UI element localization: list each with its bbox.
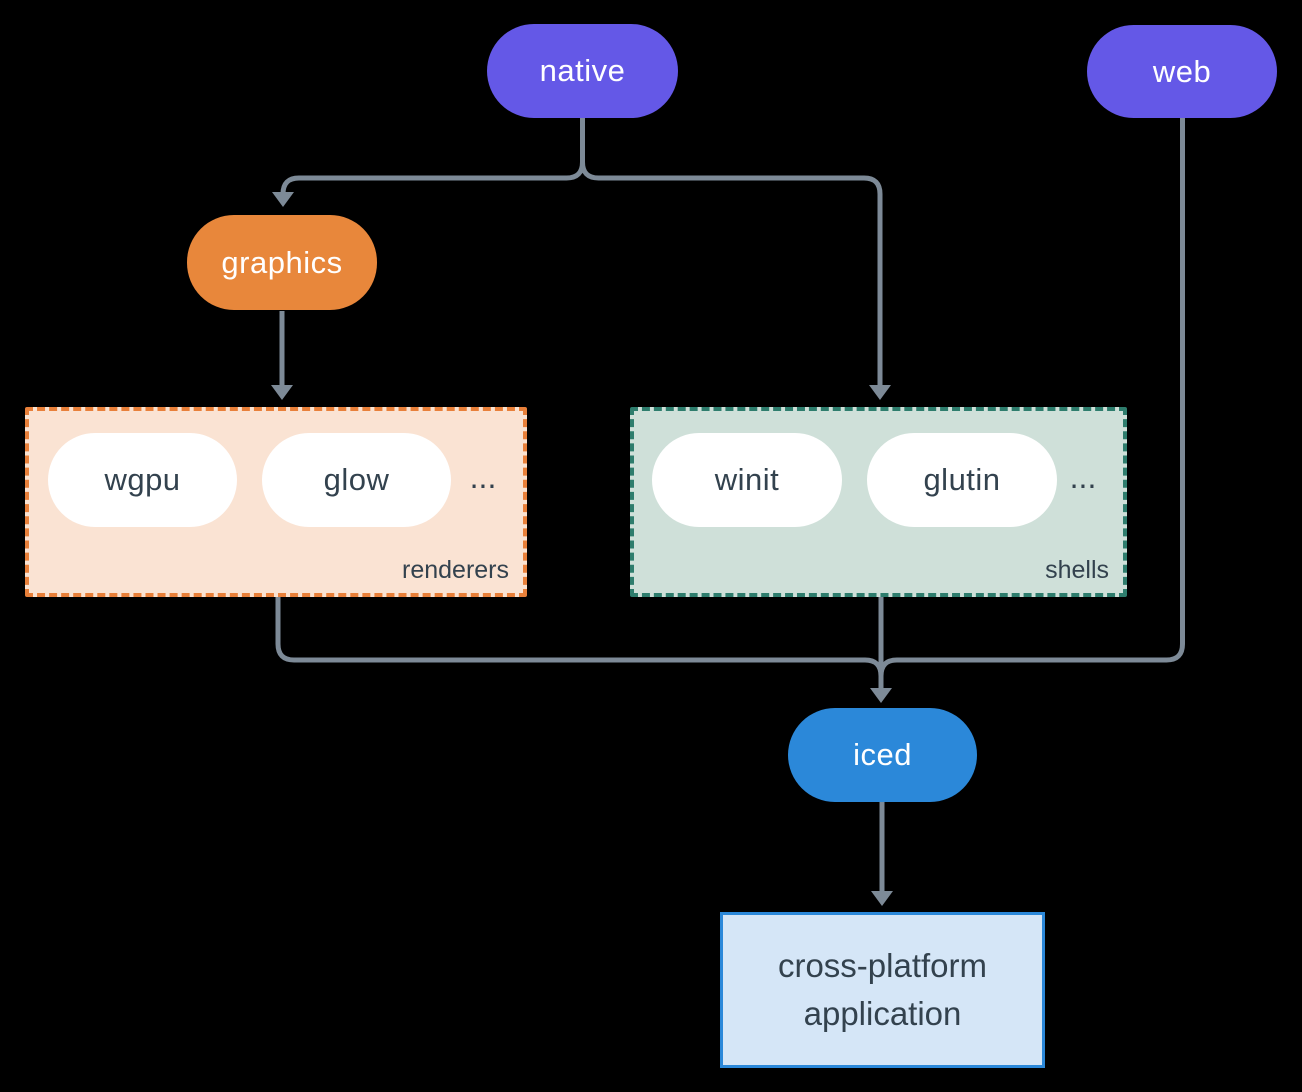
application-label-line2: application — [803, 995, 962, 1032]
shells-label: shells — [1045, 556, 1109, 584]
shells-ellipsis: ... — [1069, 459, 1097, 495]
arrowhead-renderers-icon — [271, 385, 293, 400]
node-glow: glow — [262, 433, 451, 527]
renderers-label: renderers — [402, 556, 509, 584]
edge-native-graphics — [280, 118, 585, 195]
edge-native-shells — [580, 118, 883, 386]
node-web: web — [1087, 25, 1277, 118]
arrowhead-iced-icon — [870, 688, 892, 703]
node-glutin: glutin — [867, 433, 1057, 527]
node-iced: iced — [788, 708, 977, 802]
node-native: native — [487, 24, 678, 118]
group-shells: winit glutin ... shells — [630, 407, 1127, 597]
arrowhead-application-icon — [871, 891, 893, 906]
node-cross-platform-application: cross-platform application — [720, 912, 1045, 1068]
renderers-ellipsis: ... — [469, 459, 497, 495]
edge-renderers-iced — [275, 597, 884, 677]
arrowhead-graphics-icon — [272, 192, 294, 207]
node-winit: winit — [652, 433, 842, 527]
arrowhead-shells-icon — [869, 385, 891, 400]
node-graphics: graphics — [187, 215, 377, 310]
node-wgpu: wgpu — [48, 433, 237, 527]
group-renderers: wgpu glow ... renderers — [25, 407, 527, 597]
application-label-line1: cross-platform — [777, 947, 988, 984]
